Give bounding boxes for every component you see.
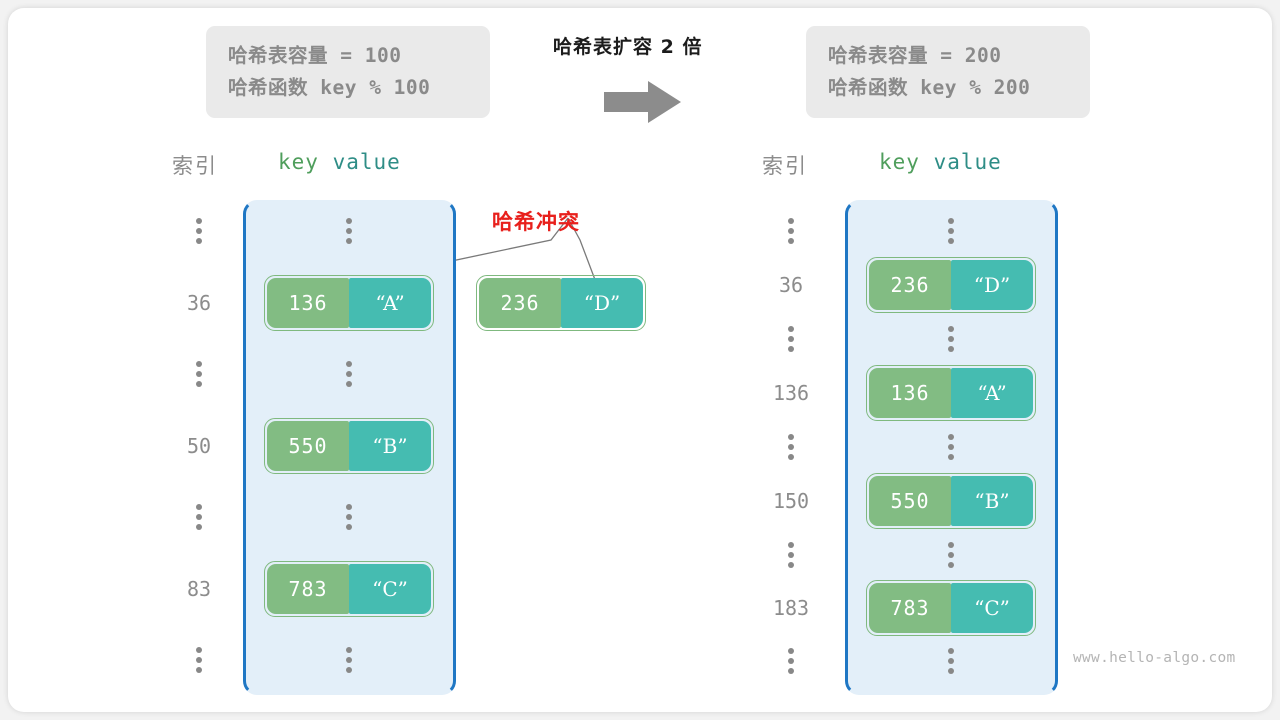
before-capacity-line: 哈希表容量 = 100 (228, 44, 402, 67)
after-entry-183: 783 “C” (866, 580, 1036, 636)
before-entry-83-key: 783 (267, 564, 349, 614)
after-index-label-150: 150 (772, 489, 810, 513)
after-slot-dots-8 (948, 648, 954, 674)
after-index-label-183: 183 (772, 596, 810, 620)
site-watermark: www.hello-algo.com (1073, 650, 1236, 666)
before-index-dots-4 (196, 504, 202, 530)
collision-entry-value: “D” (561, 278, 643, 328)
collision-floating-entry: 236 “D” (476, 275, 646, 331)
after-entry-150-key: 550 (869, 476, 951, 526)
after-info-box: 哈希表容量 = 200 哈希函数 key % 200 (806, 26, 1090, 118)
after-slot-dots-0 (948, 218, 954, 244)
after-index-label-136: 136 (772, 381, 810, 405)
diagram-card (8, 8, 1272, 712)
after-index-dots-8 (788, 648, 794, 674)
before-info-box: 哈希表容量 = 100 哈希函数 key % 100 (206, 26, 490, 118)
before-slot-dots-6 (346, 647, 352, 673)
after-index-header: 索引 (762, 154, 808, 178)
after-entry-183-value: “C” (951, 583, 1033, 633)
after-capacity-line: 哈希表容量 = 200 (828, 44, 1002, 67)
before-entry-36-key: 136 (267, 278, 349, 328)
before-kv-header: key value (278, 150, 401, 174)
right-arrow-icon (604, 80, 682, 128)
after-key-header: key (879, 150, 920, 174)
after-entry-136-value: “A” (951, 368, 1033, 418)
before-slot-dots-0 (346, 218, 352, 244)
before-index-label-36: 36 (186, 291, 212, 315)
after-entry-150: 550 “B” (866, 473, 1036, 529)
collision-label: 哈希冲突 (492, 210, 580, 234)
after-index-label-36: 36 (778, 273, 804, 297)
before-entry-50-value: “B” (349, 421, 431, 471)
after-index-dots-4 (788, 434, 794, 460)
after-entry-150-value: “B” (951, 476, 1033, 526)
before-entry-36: 136 “A” (264, 275, 434, 331)
transition-title: 哈希表扩容 2 倍 (553, 36, 703, 58)
after-kv-header: key value (879, 150, 1002, 174)
before-index-header: 索引 (172, 154, 218, 178)
after-value-header: value (933, 150, 1002, 174)
after-entry-36-key: 236 (869, 260, 951, 310)
before-entry-83-value: “C” (349, 564, 431, 614)
before-entry-50: 550 “B” (264, 418, 434, 474)
before-value-header: value (332, 150, 401, 174)
after-entry-136-key: 136 (869, 368, 951, 418)
before-entry-83: 783 “C” (264, 561, 434, 617)
before-index-dots-0 (196, 218, 202, 244)
before-index-label-50: 50 (186, 434, 212, 458)
after-hashfn-line: 哈希函数 key % 200 (828, 76, 1031, 99)
after-index-dots-6 (788, 542, 794, 568)
before-entry-36-value: “A” (349, 278, 431, 328)
before-entry-50-key: 550 (267, 421, 349, 471)
collision-entry-key: 236 (479, 278, 561, 328)
before-index-label-83: 83 (186, 577, 212, 601)
after-entry-36: 236 “D” (866, 257, 1036, 313)
after-entry-36-value: “D” (951, 260, 1033, 310)
before-slot-dots-2 (346, 361, 352, 387)
after-entry-183-key: 783 (869, 583, 951, 633)
before-hashfn-line: 哈希函数 key % 100 (228, 76, 431, 99)
after-slot-dots-4 (948, 434, 954, 460)
before-index-dots-6 (196, 647, 202, 673)
after-slot-dots-6 (948, 542, 954, 568)
before-key-header: key (278, 150, 319, 174)
after-index-dots-2 (788, 326, 794, 352)
before-slot-dots-4 (346, 504, 352, 530)
after-index-dots-0 (788, 218, 794, 244)
after-entry-136: 136 “A” (866, 365, 1036, 421)
before-index-dots-2 (196, 361, 202, 387)
after-slot-dots-2 (948, 326, 954, 352)
